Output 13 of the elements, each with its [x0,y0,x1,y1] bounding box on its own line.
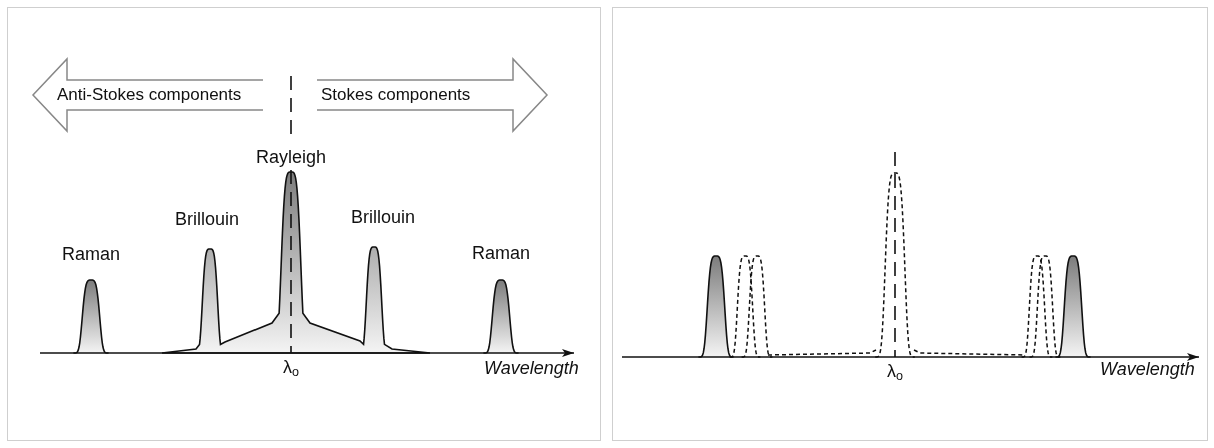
axis-label: Wavelength [1100,359,1195,379]
axis-symbol: λ$_{o}$ [887,361,903,385]
axis-symbol: λ$_{o}$ [283,357,299,381]
peak-label: Brillouin [175,209,239,229]
arrow-label: Anti-Stokes components [57,85,242,105]
block-arrow [33,59,263,131]
peak-label: Brillouin [351,207,415,227]
arrow-label: Stokes components [321,85,471,105]
peak-label: Raman [472,243,530,263]
peak-label: Raman [62,244,120,264]
axis-label: Wavelength [484,358,579,378]
block-arrow [317,59,547,131]
peak-label: Rayleigh [256,147,326,167]
